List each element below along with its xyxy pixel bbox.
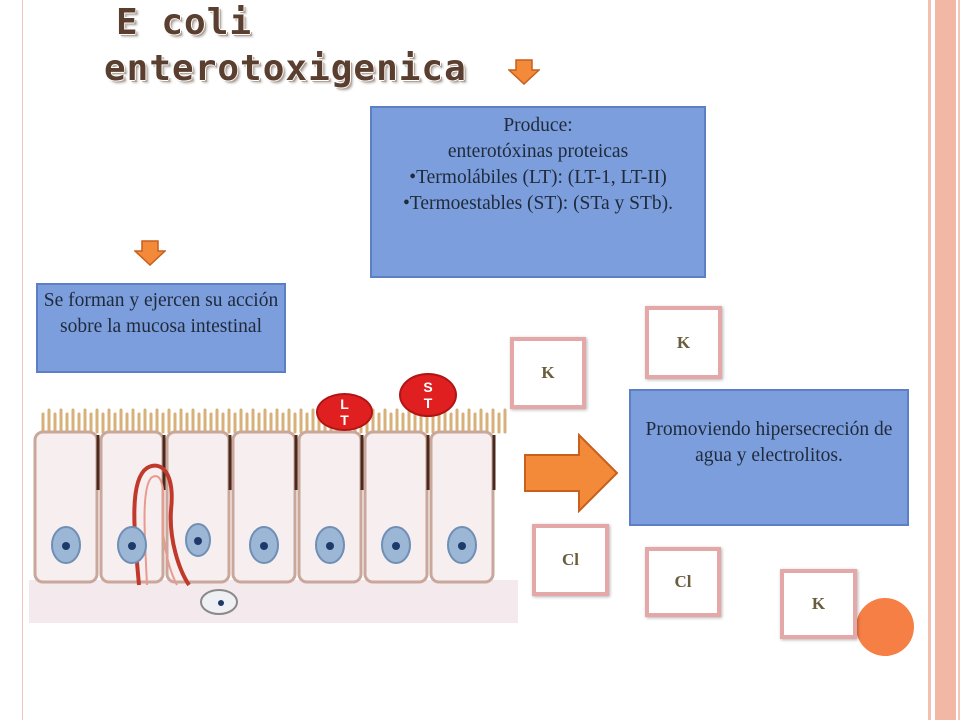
- ion-cl-left: Cl: [532, 524, 609, 596]
- lt-toxin-letter-t: T: [340, 412, 349, 428]
- ion-k-middle: K: [510, 337, 586, 409]
- decorative-stripes: [926, 0, 960, 720]
- arrow-right-large-icon: [524, 433, 619, 513]
- title-line-1: E coli: [116, 2, 253, 43]
- intestinal-cells-illustration: [29, 380, 518, 623]
- left-border-rule: [22, 0, 23, 720]
- title-line-2: enterotoxigenica: [104, 48, 467, 89]
- produce-heading: Produce:: [503, 115, 573, 136]
- ion-cl-right: Cl: [645, 547, 721, 617]
- produce-box: Produce: enterotóxinas proteicas •Termol…: [370, 106, 706, 278]
- st-toxin-letter-s: S: [423, 379, 433, 395]
- arrow-down-icon: [134, 240, 166, 266]
- forman-box: Se forman y ejercen su acción sobre la m…: [36, 283, 286, 373]
- arrow-down-icon: [508, 59, 540, 85]
- ion-k-bottom: K: [780, 569, 857, 639]
- st-toxin-badge: S T: [399, 373, 457, 417]
- ion-k-top: K: [645, 306, 722, 379]
- decorative-circle: [856, 598, 914, 656]
- produce-bullet-termolabiles: •Termolábiles (LT): (LT-1, LT-II): [409, 167, 667, 188]
- lt-toxin-letter-l: L: [340, 396, 349, 412]
- lt-toxin-badge: L T: [316, 393, 373, 431]
- page-title: E coli enterotoxigenica: [104, 0, 467, 92]
- produce-subheading: enterotóxinas proteicas: [447, 141, 629, 162]
- st-toxin-letter-t: T: [423, 395, 433, 411]
- produce-bullet-termoestables: •Termoestables (ST): (STa y STb).: [402, 193, 673, 214]
- promoviendo-box: Promoviendo hipersecreción de agua y ele…: [629, 389, 909, 526]
